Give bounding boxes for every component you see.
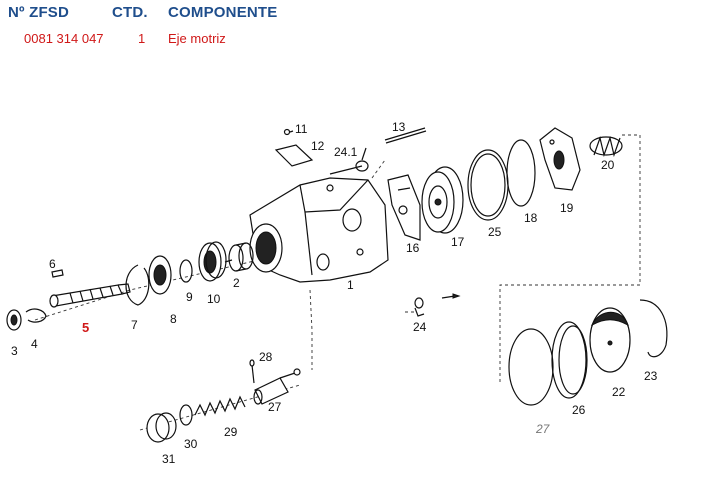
seal-ring-25 <box>467 149 509 221</box>
callout-17: 17 <box>451 235 465 249</box>
guide-line-cap <box>371 159 386 179</box>
pin-28 <box>249 359 255 384</box>
callout-6: 6 <box>49 257 56 271</box>
callout-30: 30 <box>184 437 198 451</box>
ring-9 <box>179 259 193 283</box>
callout-26: 26 <box>572 403 586 417</box>
housing <box>249 177 389 283</box>
rod-13 <box>384 127 427 144</box>
snap-ring-7 <box>125 264 150 306</box>
row-code: 0081 314 047 <box>24 31 104 46</box>
row-qty: 1 <box>138 31 146 46</box>
callout-27-faint: 27 <box>535 422 551 436</box>
callout-5: 5 <box>82 320 89 335</box>
callout-27: 27 <box>268 400 282 414</box>
gasket-12 <box>274 144 314 167</box>
header-qty: CTD. <box>112 4 148 21</box>
callout-18: 18 <box>524 211 538 225</box>
valve-27 <box>253 368 301 405</box>
needle-bearing <box>228 242 254 272</box>
piston-22 <box>589 307 631 373</box>
ring-26 <box>508 321 588 406</box>
callout-19: 19 <box>560 201 574 215</box>
callout-4: 4 <box>31 337 38 351</box>
drive-shaft <box>49 283 131 308</box>
callout-11: 11 <box>295 122 308 136</box>
guide-line-valve <box>309 289 313 370</box>
plug-31 <box>146 412 177 443</box>
spring-29 <box>194 395 246 417</box>
leader-lines <box>224 130 363 263</box>
callout-2: 2 <box>233 276 240 290</box>
nut-3 <box>6 309 22 331</box>
callout-10: 10 <box>207 292 221 306</box>
guide-line-return <box>499 134 641 385</box>
header-code: Nº ZFSD <box>8 4 70 21</box>
callout-12: 12 <box>311 139 325 153</box>
snap-ring-23 <box>639 299 668 358</box>
callout-9: 9 <box>186 290 193 304</box>
callout-25: 25 <box>488 225 502 239</box>
callout-22: 22 <box>612 385 626 399</box>
header-component: COMPONENTE <box>168 4 278 21</box>
pin-11 <box>283 128 291 136</box>
row-component: Eje motriz <box>168 31 226 46</box>
callout-8: 8 <box>170 312 177 326</box>
bearing-10 <box>198 241 227 282</box>
screw-24 <box>414 293 461 317</box>
callout-3: 3 <box>11 344 18 358</box>
callout-13: 13 <box>392 120 406 134</box>
callout-1: 1 <box>347 278 354 292</box>
callout-labels: 1 2 3 4 5 6 7 8 9 10 11 12 13 16 17 18 1… <box>11 120 658 466</box>
callout-28: 28 <box>259 350 273 364</box>
washer-30 <box>179 404 193 426</box>
callout-7: 7 <box>131 318 138 332</box>
callout-20: 20 <box>601 158 615 172</box>
cover-19 <box>539 127 581 191</box>
callout-24-1: 24.1 <box>334 145 358 159</box>
bearing-8 <box>148 255 172 295</box>
callout-16: 16 <box>406 241 420 255</box>
rotor-17 <box>421 166 464 234</box>
callout-24: 24 <box>413 320 427 334</box>
plate-16 <box>387 174 421 241</box>
seal-ring-18 <box>506 139 536 207</box>
spring-20 <box>589 135 623 158</box>
callout-23: 23 <box>644 369 658 383</box>
callout-31: 31 <box>162 452 176 466</box>
seal-4 <box>25 308 47 323</box>
key-6 <box>51 269 64 278</box>
callout-29: 29 <box>224 425 238 439</box>
